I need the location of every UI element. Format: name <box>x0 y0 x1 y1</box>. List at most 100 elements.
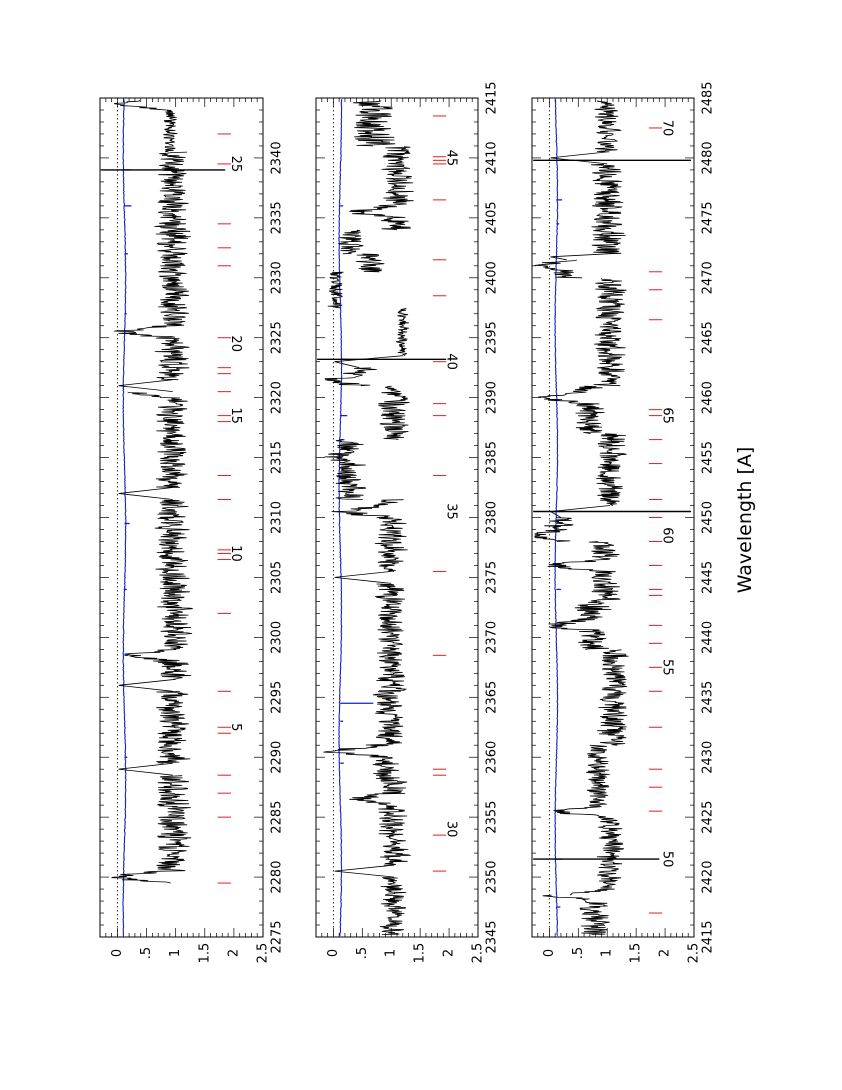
x-tick-label: 2465 <box>701 321 716 354</box>
x-axis-label: Wavelength [A] <box>734 447 756 594</box>
flux-segment <box>548 601 612 650</box>
flux-segment <box>534 517 574 542</box>
x-tick-label: 2395 <box>485 321 500 354</box>
flux-segment <box>349 145 414 231</box>
x-tick-label: 2335 <box>270 201 285 234</box>
line-number-label: 45 <box>443 150 458 167</box>
x-tick-label: 2445 <box>701 561 716 594</box>
x-tick-label: 2290 <box>270 741 285 774</box>
absorption-trough <box>118 678 176 692</box>
x-tick-label: 2460 <box>701 381 716 414</box>
x-tick-label: 2375 <box>485 561 500 594</box>
x-tick-label: 2320 <box>270 381 285 414</box>
y-tick-label: 1.5 <box>629 943 644 964</box>
flux-segment <box>114 100 178 153</box>
panel-1: 2275228022852290229523002305231023152320… <box>99 97 285 964</box>
line-number-label: 60 <box>659 527 674 544</box>
flux-segment <box>542 894 610 935</box>
flux-segment <box>113 151 191 381</box>
flux-segment <box>378 385 410 440</box>
y-tick-label: 2.5 <box>687 943 702 964</box>
flux-segment <box>593 278 627 387</box>
flux-segment <box>594 100 622 153</box>
absorption-trough <box>334 864 395 878</box>
y-tick-label: 0 <box>326 949 341 957</box>
x-tick-label: 2450 <box>701 501 716 534</box>
flux-segment <box>374 583 407 692</box>
flux-segment <box>355 253 385 273</box>
x-tick-label: 2285 <box>270 801 285 834</box>
error-spectrum <box>122 99 127 936</box>
flux-segment <box>379 877 407 935</box>
y-tick-label: 1 <box>600 949 615 957</box>
x-tick-label: 2280 <box>270 861 285 894</box>
x-tick-label: 2425 <box>701 801 716 834</box>
line-number-label: 40 <box>443 353 458 370</box>
y-tick-label: 2 <box>658 949 673 957</box>
panel-2: 2345235023552360236523702375238023852390… <box>315 81 500 964</box>
error-spectrum <box>554 99 559 936</box>
line-number-label: 10 <box>228 545 243 562</box>
x-tick-label: 2470 <box>701 261 716 294</box>
x-tick-label: 2440 <box>701 621 716 654</box>
x-tick-label: 2415 <box>485 81 500 114</box>
flux-segment <box>338 229 364 255</box>
x-tick-label: 2275 <box>270 920 285 953</box>
flux-segment <box>327 271 344 309</box>
x-tick-label: 2310 <box>270 501 285 534</box>
absorption-trough <box>550 151 608 165</box>
x-tick-label: 2305 <box>270 561 285 594</box>
y-tick-label: 1.5 <box>197 943 212 964</box>
flux-segment <box>331 499 408 572</box>
line-number-label: 55 <box>659 659 674 676</box>
x-tick-label: 2390 <box>485 381 500 414</box>
y-tick-label: .5 <box>139 947 154 959</box>
absorption-trough <box>334 571 392 584</box>
line-number-label: 20 <box>228 335 243 352</box>
x-tick-label: 2430 <box>701 741 716 774</box>
absorption-trough <box>334 355 403 369</box>
x-tick-label: 2370 <box>485 621 500 654</box>
y-tick-label: 0 <box>542 949 557 957</box>
absorption-trough <box>118 762 173 776</box>
flux-segment <box>324 367 377 387</box>
flux-segment <box>323 691 404 782</box>
x-tick-label: 2345 <box>485 920 500 953</box>
x-tick-label: 2330 <box>270 261 285 294</box>
y-tick-label: 0 <box>110 949 125 957</box>
absorption-trough <box>118 487 173 500</box>
x-tick-label: 2385 <box>485 441 500 474</box>
y-tick-label: 2.5 <box>471 943 486 964</box>
flux-segment <box>590 163 626 255</box>
y-tick-label: 1 <box>168 949 183 957</box>
x-tick-label: 2455 <box>701 441 716 474</box>
y-tick-label: 2 <box>442 949 457 957</box>
flux-segment <box>553 805 624 896</box>
flux-segment <box>349 781 411 866</box>
x-tick-label: 2350 <box>485 861 500 894</box>
x-tick-label: 2360 <box>485 741 500 774</box>
flux-segment <box>156 691 191 764</box>
flux-segment <box>127 391 188 488</box>
line-number-label: 70 <box>659 120 674 137</box>
flux-segment <box>597 649 629 746</box>
x-tick-label: 2435 <box>701 681 716 714</box>
x-tick-label: 2475 <box>701 201 716 234</box>
flux-segment <box>534 259 583 279</box>
line-number-label: 5 <box>228 723 243 731</box>
x-tick-label: 2300 <box>270 621 285 654</box>
x-tick-label: 2480 <box>701 141 716 174</box>
flux-segment <box>154 499 191 608</box>
line-number-label: 35 <box>443 503 458 520</box>
line-number-label: 25 <box>228 156 243 173</box>
flux-segment <box>538 385 605 434</box>
x-tick-label: 2365 <box>485 681 500 714</box>
x-tick-label: 2410 <box>485 141 500 174</box>
error-spectrum <box>338 99 343 936</box>
x-tick-label: 2400 <box>485 261 500 294</box>
x-tick-label: 2355 <box>485 801 500 834</box>
panels: 2275228022852290229523002305231023152320… <box>99 81 716 964</box>
flux-segment <box>124 607 193 680</box>
y-tick-label: 2.5 <box>256 943 271 964</box>
